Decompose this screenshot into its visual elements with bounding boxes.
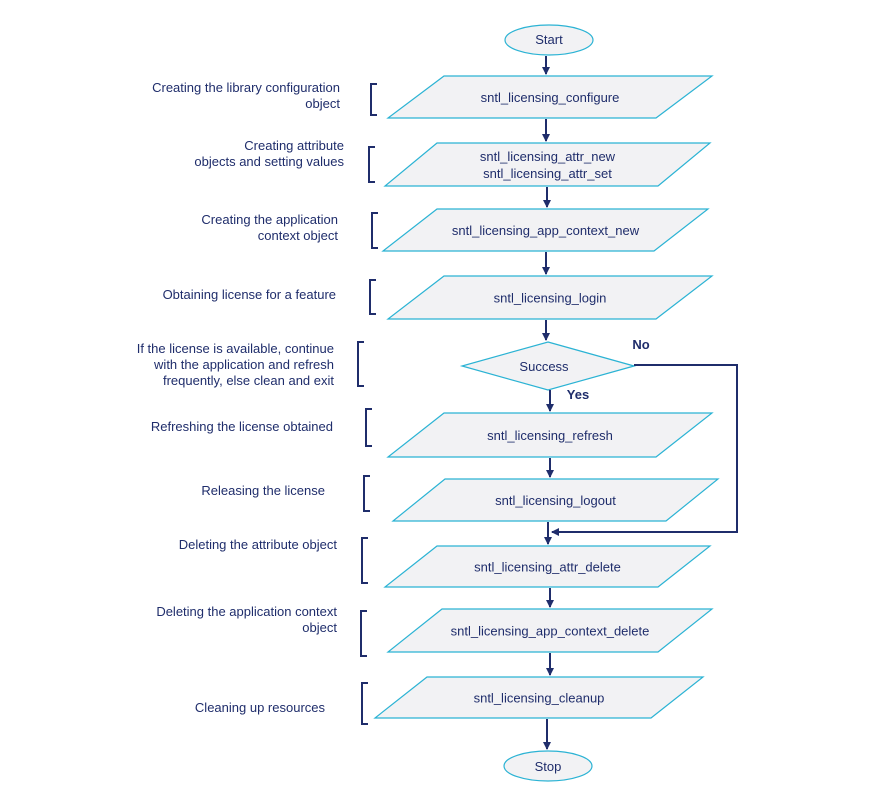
description-line: Creating attribute xyxy=(244,138,344,153)
description-line: Cleaning up resources xyxy=(194,700,325,715)
brace-6 xyxy=(363,475,370,512)
step-description-7: Deleting the attribute object xyxy=(97,537,337,553)
description-line: If the license is available, continue xyxy=(136,341,334,356)
start-terminal xyxy=(504,24,594,56)
process-label: sntl_licensing_attr_new xyxy=(480,149,616,164)
process-box-0 xyxy=(386,75,714,119)
process-box-5 xyxy=(386,412,714,458)
description-line: Creating the library configuration xyxy=(152,80,340,95)
process-label: sntl_licensing_configure xyxy=(481,90,620,105)
step-description-3: Obtaining license for a feature xyxy=(96,287,336,303)
description-line: Releasing the license xyxy=(201,483,325,498)
step-description-6: Releasing the license xyxy=(85,483,325,499)
process-label: sntl_licensing_attr_delete xyxy=(474,560,621,575)
description-line: object xyxy=(302,620,337,635)
process-label: sntl_licensing_refresh xyxy=(487,428,613,443)
description-line: context object xyxy=(257,228,338,243)
description-line: Creating the application xyxy=(201,212,338,227)
process-label: sntl_licensing_app_context_delete xyxy=(451,624,650,639)
arrow-no xyxy=(551,364,738,536)
description-line: Refreshing the license obtained xyxy=(150,419,333,434)
process-box-7 xyxy=(383,545,712,588)
process-box-6 xyxy=(391,478,720,522)
stop-terminal xyxy=(503,750,593,782)
description-line: Obtaining license for a feature xyxy=(162,287,336,302)
brace-8 xyxy=(360,610,367,657)
decision-label: Success xyxy=(519,359,569,374)
description-line: object xyxy=(305,96,340,111)
process-box-1 xyxy=(383,142,712,187)
decision-diamond xyxy=(459,341,637,391)
brace-1 xyxy=(368,146,375,183)
process-box-9 xyxy=(373,676,705,719)
step-description-5: Refreshing the license obtained xyxy=(93,419,333,435)
no-label: No xyxy=(632,337,649,352)
brace-4 xyxy=(357,341,364,387)
yes-label: Yes xyxy=(567,387,589,402)
brace-5 xyxy=(365,408,372,447)
description-line: with the application and refresh xyxy=(154,357,334,372)
process-label: sntl_licensing_login xyxy=(494,291,607,306)
process-label: sntl_licensing_cleanup xyxy=(474,691,605,706)
process-box-8 xyxy=(386,608,714,653)
process-box-2 xyxy=(381,208,710,252)
brace-2 xyxy=(371,212,378,249)
description-line: Deleting the application context xyxy=(156,604,337,619)
brace-3 xyxy=(369,279,376,315)
process-label: sntl_licensing_app_context_new xyxy=(452,223,640,238)
brace-9 xyxy=(361,682,368,725)
stop-label: Stop xyxy=(535,759,562,774)
description-line: frequently, else clean and exit xyxy=(162,373,334,388)
description-line: objects and setting values xyxy=(194,154,344,169)
step-description-9: Cleaning up resources xyxy=(85,700,325,716)
description-line: Deleting the attribute object xyxy=(178,537,337,552)
process-box-3 xyxy=(386,275,714,320)
brace-7 xyxy=(361,537,368,584)
process-label: sntl_licensing_logout xyxy=(495,493,616,508)
process-label: sntl_licensing_attr_set xyxy=(483,166,612,181)
brace-0 xyxy=(370,83,377,116)
start-label: Start xyxy=(535,32,563,47)
